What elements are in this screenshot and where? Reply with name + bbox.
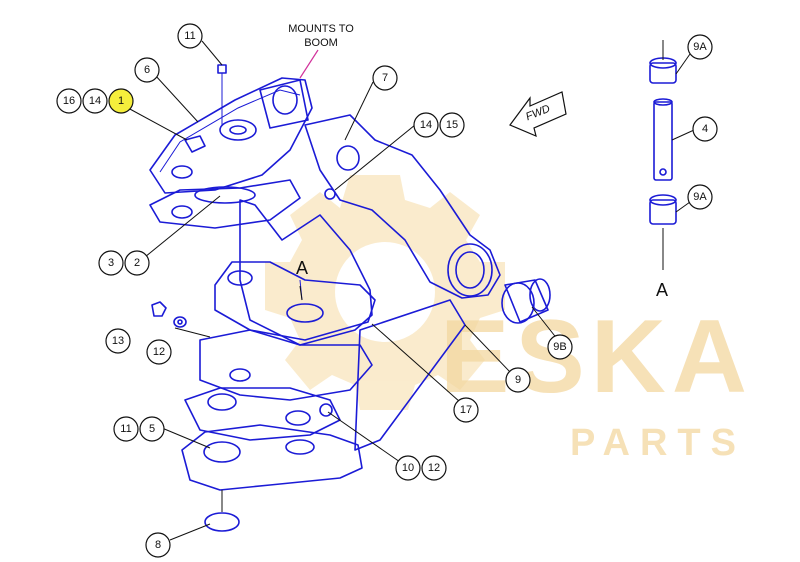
callout-6[interactable]: 6 [134, 57, 160, 83]
callout-7[interactable]: 7 [372, 65, 398, 91]
svg-text:3: 3 [108, 257, 114, 269]
svg-text:12: 12 [428, 462, 440, 474]
svg-text:11: 11 [120, 423, 131, 435]
callout-5[interactable]: 5 [139, 416, 165, 442]
callout-9a-top[interactable]: 9A [687, 34, 713, 60]
callout-9[interactable]: 9 [505, 367, 531, 393]
callout-12-left[interactable]: 12 [146, 339, 172, 365]
callout-14-right[interactable]: 14 [413, 112, 439, 138]
callout-15[interactable]: 15 [439, 112, 465, 138]
svg-text:9B: 9B [553, 341, 566, 353]
svg-text:4: 4 [702, 123, 708, 135]
swing-frame-assembly [149, 64, 551, 532]
callout-11-bottom[interactable]: 11 [113, 416, 139, 442]
svg-text:9A: 9A [693, 191, 707, 203]
svg-text:16: 16 [63, 95, 75, 107]
svg-text:6: 6 [144, 64, 150, 76]
callout-1-highlighted[interactable]: 1 [108, 88, 134, 114]
callout-17[interactable]: 17 [453, 397, 479, 423]
callout-12-bottom[interactable]: 12 [421, 455, 447, 481]
svg-text:1: 1 [118, 95, 124, 107]
callout-2[interactable]: 2 [124, 250, 150, 276]
callout-10[interactable]: 10 [395, 455, 421, 481]
svg-text:14: 14 [89, 95, 101, 107]
mounts-label-line2: BOOM [304, 37, 338, 49]
svg-text:9: 9 [515, 374, 521, 386]
forward-direction-arrow: FWD [509, 91, 567, 138]
callout-9a-bottom[interactable]: 9A [687, 184, 713, 210]
leader-lines [127, 40, 695, 541]
view-letter-main: A [296, 258, 308, 278]
callout-16[interactable]: 16 [56, 88, 82, 114]
watermark: ESKA PARTS [265, 175, 753, 464]
svg-text:10: 10 [402, 462, 414, 474]
watermark-brand: ESKA [440, 299, 753, 415]
svg-text:17: 17 [460, 404, 472, 416]
svg-text:8: 8 [155, 539, 161, 551]
callout-14-left[interactable]: 14 [82, 88, 108, 114]
svg-text:13: 13 [112, 335, 124, 347]
svg-text:9A: 9A [693, 41, 707, 53]
svg-text:11: 11 [184, 30, 195, 42]
callout-9b[interactable]: 9B [547, 334, 573, 360]
callout-8[interactable]: 8 [145, 532, 171, 558]
svg-text:5: 5 [149, 423, 155, 435]
callout-4[interactable]: 4 [692, 116, 718, 142]
pin-detail [649, 40, 677, 270]
svg-text:12: 12 [153, 346, 165, 358]
callout-13[interactable]: 13 [105, 328, 131, 354]
callouts: 11 6 16 14 1 7 14 15 3 2 13 12 9 9B 17 1… [56, 23, 718, 558]
svg-text:14: 14 [420, 119, 432, 131]
mounts-label-line1: MOUNTS TO [288, 23, 354, 35]
svg-text:7: 7 [382, 72, 388, 84]
svg-text:15: 15 [446, 119, 458, 131]
callout-11-top[interactable]: 11 [177, 23, 203, 49]
callout-3[interactable]: 3 [98, 250, 124, 276]
watermark-sub: PARTS [570, 422, 746, 464]
mounts-to-boom-note: MOUNTS TO BOOM [288, 23, 354, 79]
svg-text:2: 2 [134, 257, 140, 269]
view-letter-detail: A [656, 280, 668, 300]
